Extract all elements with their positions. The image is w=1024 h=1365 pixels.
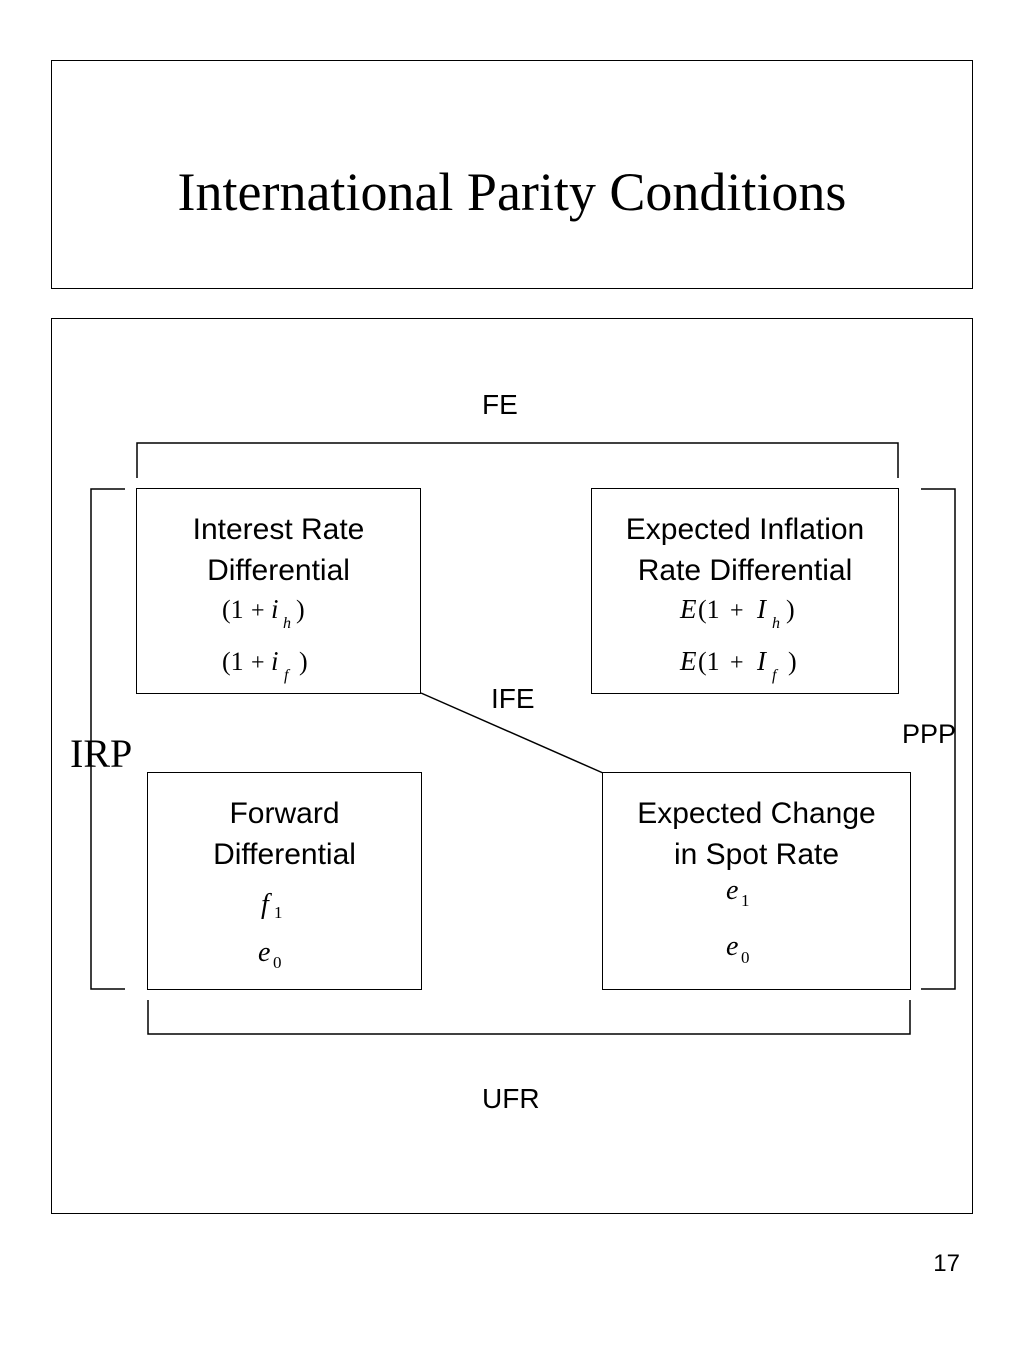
ufr-label: UFR xyxy=(482,1083,540,1114)
inflation-num-plus: + xyxy=(730,598,744,624)
ppp-label: PPP xyxy=(902,719,957,749)
fe-label: FE xyxy=(482,389,518,420)
expected-spot-change-box: Expected Change in Spot Rate xyxy=(602,772,911,990)
forward-den-sub: 0 xyxy=(273,953,282,972)
inflation-den-e: E xyxy=(679,646,697,676)
forward-label-line2: Differential xyxy=(213,838,356,871)
inflation-den-var: I xyxy=(756,646,768,676)
interest-den-var: i xyxy=(271,646,279,676)
slide-title: International Parity Conditions xyxy=(177,162,847,222)
irp-label: IRP xyxy=(70,731,133,776)
spot-label-line1: Expected Change xyxy=(637,797,876,830)
inflation-num-e: E xyxy=(679,594,697,624)
forward-num-var: f xyxy=(261,889,272,920)
spot-num-sub: 1 xyxy=(741,891,750,910)
ppp-bracket xyxy=(921,488,956,990)
inflation-den-plus: + xyxy=(730,650,744,676)
interest-den-close: ) xyxy=(299,647,308,676)
interest-rate-label-line1: Interest Rate xyxy=(192,513,365,546)
interest-den-sub: f xyxy=(284,667,291,684)
interest-num-var: i xyxy=(271,594,279,624)
ife-diagonal xyxy=(420,692,604,774)
inflation-num-open: (1 xyxy=(698,595,720,624)
interest-den-open: (1 xyxy=(222,647,244,676)
inflation-num-sub: h xyxy=(772,615,780,632)
interest-num-open: (1 xyxy=(222,595,244,624)
inflation-den-sub: f xyxy=(772,667,779,684)
spot-num-var: e xyxy=(726,875,738,906)
fe-bracket xyxy=(136,442,899,478)
forward-den-var: e xyxy=(258,937,270,968)
inflation-label-line2: Rate Differential xyxy=(637,554,853,587)
interest-num-sub: h xyxy=(283,615,291,632)
expected-inflation-box: Expected Inflation Rate Differential xyxy=(591,488,899,694)
inflation-label-line1: Expected Inflation xyxy=(625,513,865,546)
spot-den-sub: 0 xyxy=(741,948,750,967)
inflation-den-open: (1 xyxy=(698,647,720,676)
interest-num-close: ) xyxy=(296,595,305,624)
interest-num-plus: + xyxy=(251,598,265,624)
forward-num-sub: 1 xyxy=(274,903,283,922)
title-frame xyxy=(51,60,973,289)
interest-rate-differential-box: Interest Rate Differential xyxy=(136,488,421,694)
page-number: 17 xyxy=(933,1250,960,1277)
interest-den-plus: + xyxy=(251,650,265,676)
forward-differential-box: Forward Differential xyxy=(147,772,422,990)
ife-label: IFE xyxy=(491,683,535,714)
ufr-bracket xyxy=(147,1000,911,1035)
inflation-num-var: I xyxy=(756,594,768,624)
spot-den-var: e xyxy=(726,931,738,962)
inflation-den-close: ) xyxy=(788,647,797,676)
interest-rate-label-line2: Differential xyxy=(207,554,350,587)
content-frame xyxy=(51,318,973,1214)
spot-label-line2: in Spot Rate xyxy=(673,838,840,871)
irp-bracket xyxy=(90,488,125,990)
inflation-num-close: ) xyxy=(786,595,795,624)
forward-label-line1: Forward xyxy=(229,797,340,830)
